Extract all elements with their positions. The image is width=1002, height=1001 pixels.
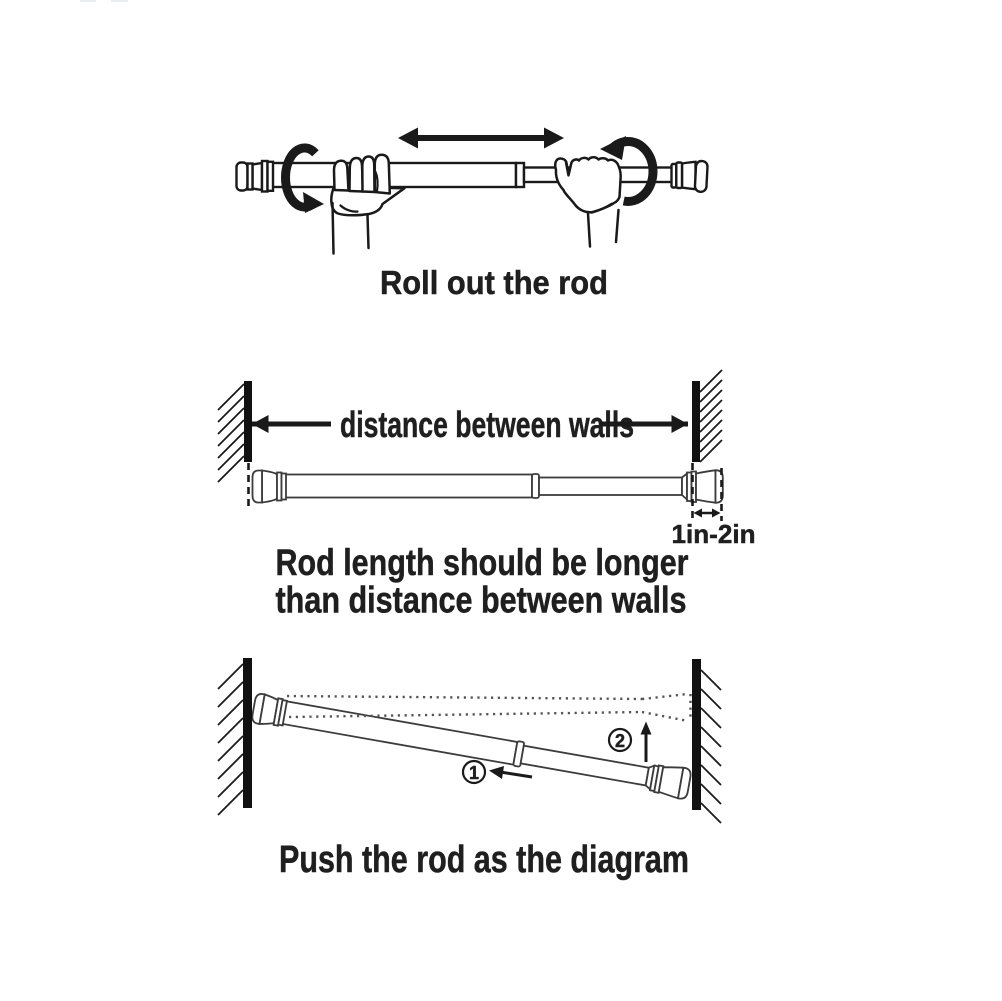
svg-text:Rod length should be longer: Rod length should be longer (276, 542, 689, 583)
svg-text:Push the rod as the diagram: Push the rod as the diagram (279, 839, 689, 881)
svg-text:1: 1 (469, 763, 479, 783)
svg-text:1in-2in: 1in-2in (672, 519, 756, 549)
svg-text:Roll out the rod: Roll out the rod (380, 264, 608, 301)
svg-text:distance between walls: distance between walls (340, 404, 634, 445)
svg-text:2: 2 (615, 731, 625, 751)
svg-text:than distance between walls: than distance between walls (276, 580, 687, 621)
